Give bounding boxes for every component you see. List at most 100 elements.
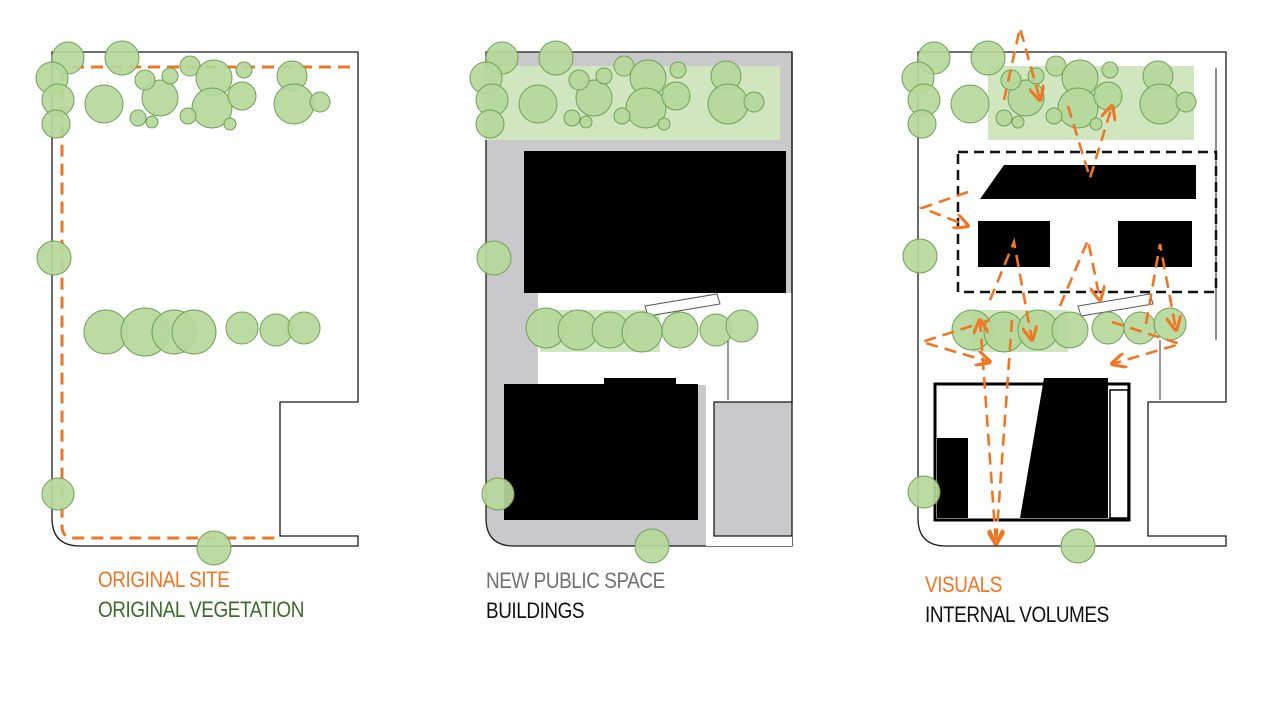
tree-canopy: [476, 240, 512, 276]
vegetation-group: [469, 40, 765, 564]
visual-arrow: [1058, 235, 1100, 307]
building-south: [504, 378, 698, 520]
visual-arrow: [1144, 243, 1176, 330]
tree-canopy: [907, 475, 941, 509]
tree-canopy: [287, 311, 321, 345]
panel-new-public-space: [469, 40, 793, 564]
tree-canopy: [1045, 107, 1063, 125]
visual-arrow: [918, 190, 968, 226]
tree-canopy: [1093, 81, 1123, 111]
legend-visuals: VISUALS INTERNAL VOLUMES: [925, 570, 1109, 630]
tree-canopy: [1175, 91, 1197, 113]
tree-canopy: [161, 67, 179, 85]
tree-canopy: [625, 87, 667, 129]
tree-canopy: [661, 81, 691, 111]
internal-volume-right: [1118, 221, 1192, 267]
tree-canopy: [84, 84, 124, 124]
tree-canopy: [191, 87, 233, 129]
tree-canopy: [235, 61, 253, 79]
tree-canopy: [145, 115, 159, 129]
tree-canopy: [104, 40, 140, 76]
tree-canopy: [223, 117, 237, 131]
tree-canopy: [575, 79, 613, 117]
visual-arrows: [917, 27, 1185, 544]
tree-canopy: [1057, 87, 1099, 129]
tree-canopy: [481, 477, 515, 511]
legend-original: ORIGINAL SITE ORIGINAL VEGETATION: [98, 565, 304, 625]
tree-canopy: [129, 109, 147, 127]
legend-label-internal-volumes: INTERNAL VOLUMES: [925, 602, 1109, 627]
tree-canopy: [171, 309, 217, 355]
tree-canopy: [196, 530, 232, 566]
site-edge: [713, 52, 793, 537]
tree-canopy: [1089, 117, 1103, 131]
legend-label-original-vegetation: ORIGINAL VEGETATION: [98, 597, 304, 622]
south-volume-strip: [1109, 389, 1129, 519]
tree-canopy: [1153, 307, 1187, 341]
tree-canopy: [1011, 115, 1025, 129]
tree-canopy: [995, 109, 1013, 127]
tree-canopy: [1123, 311, 1157, 345]
internal-volume-upper: [980, 165, 1196, 199]
tree-canopy: [595, 67, 613, 85]
tree-canopy: [179, 107, 197, 125]
tree-canopy: [259, 313, 293, 347]
tree-canopy: [36, 240, 72, 276]
tree-canopy: [907, 109, 937, 139]
tree-canopy: [41, 109, 71, 139]
tree-canopy: [657, 117, 671, 131]
internal-volume-south-left: [937, 438, 968, 518]
tree-canopy: [634, 528, 670, 564]
visual-arrow: [1112, 320, 1185, 364]
courtyard-ramp: [1077, 293, 1154, 317]
tree-canopy: [518, 84, 558, 124]
tree-canopy: [725, 309, 759, 343]
panel-original-site: [35, 40, 359, 566]
vegetation-group: [35, 40, 331, 566]
tree-canopy: [1027, 67, 1045, 85]
tree-canopy: [621, 311, 663, 353]
vegetation-group: [901, 40, 1197, 564]
tree-canopy: [1139, 83, 1181, 125]
tree-canopy: [1051, 311, 1089, 349]
tree-canopy: [902, 238, 938, 274]
legend-label-buildings: BUILDINGS: [486, 598, 585, 623]
tree-canopy: [1060, 528, 1096, 564]
tree-canopy: [1091, 311, 1125, 345]
tree-canopy: [563, 109, 581, 127]
visual-arrow: [1002, 27, 1040, 100]
tree-canopy: [707, 83, 749, 125]
tree-canopy: [227, 81, 257, 111]
tree-canopy: [225, 311, 259, 345]
visual-arrow: [917, 318, 990, 362]
internal-volume-south-main: [1020, 378, 1108, 518]
tree-canopy: [579, 115, 593, 129]
site-boundary: [51, 51, 359, 547]
legend-public-space: NEW PUBLIC SPACE BUILDINGS: [486, 566, 665, 626]
tree-canopy: [538, 40, 574, 76]
tree-canopy: [661, 311, 699, 349]
east-lot: [706, 385, 792, 546]
visual-arrow: [1066, 106, 1112, 183]
site-boundary: [917, 51, 1227, 547]
tree-canopy: [309, 91, 331, 113]
tree-canopy: [273, 83, 315, 125]
legend-label-visuals: VISUALS: [925, 572, 1002, 597]
building-north: [524, 151, 786, 293]
tree-canopy: [41, 477, 75, 511]
tree-canopy: [475, 109, 505, 139]
legend-label-new-public-space: NEW PUBLIC SPACE: [486, 568, 665, 593]
tree-canopy: [669, 61, 687, 79]
tree-canopy: [568, 69, 590, 91]
tree-canopy: [613, 107, 631, 125]
tree-canopy: [1101, 61, 1119, 79]
tree-canopy: [141, 79, 179, 117]
tree-canopy: [970, 40, 1006, 76]
legend-label-original-site: ORIGINAL SITE: [98, 567, 230, 592]
original-site-outline: [60, 65, 350, 540]
tree-canopy: [134, 69, 156, 91]
visual-arrow: [988, 237, 1032, 340]
tree-canopy: [743, 91, 765, 113]
tree-canopy: [950, 84, 990, 124]
